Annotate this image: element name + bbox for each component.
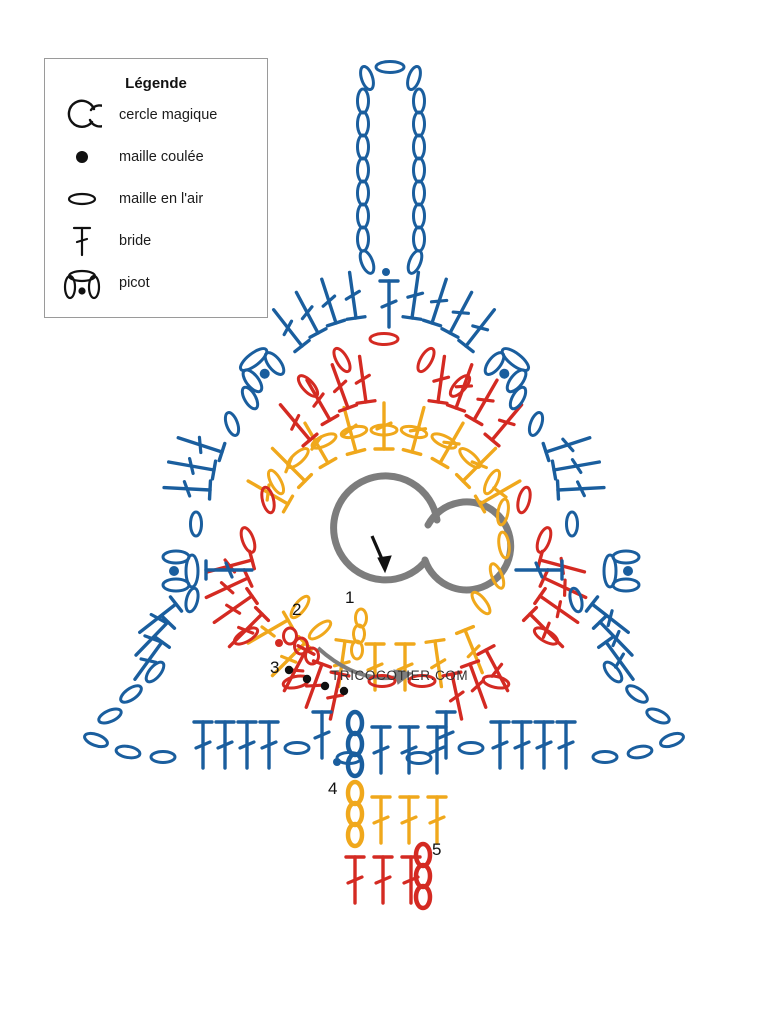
magic-circle-icon — [45, 95, 119, 135]
legend-item-picot: picot — [45, 264, 267, 302]
hanging-loop — [356, 60, 426, 329]
tail-row-blue — [333, 709, 448, 779]
double-crochet-icon — [45, 221, 119, 261]
picot-icon — [161, 549, 200, 593]
legend-label-picot: picot — [119, 275, 150, 291]
round2-gold-stitches — [241, 401, 527, 692]
direction-arrow-round2 — [316, 646, 414, 685]
direction-arrow-center — [370, 535, 392, 574]
tail-row-gold — [345, 779, 448, 849]
round3-red-stitches — [200, 332, 592, 723]
legend-label-slip-stitch: maille coulée — [119, 149, 204, 165]
picot-symbols — [161, 347, 641, 593]
round-label-1: 1 — [345, 588, 355, 607]
legend-item-chain: maille en l'air — [45, 180, 267, 218]
legend-panel: Légende cercle magique maille coulée mai… — [44, 58, 268, 318]
legend-label-magic-circle: cercle magique — [119, 107, 218, 123]
legend-item-slip-stitch: maille coulée — [45, 138, 267, 176]
chain-oval-icon — [45, 179, 119, 219]
legend-label-chain: maille en l'air — [119, 191, 204, 207]
picot-icon — [602, 549, 641, 593]
watermark: TRICOCOTIER.COM — [331, 668, 469, 683]
round4-blue-stitches — [83, 269, 685, 770]
legend-label-bride: bride — [119, 233, 152, 249]
round-label-5: 5 — [432, 840, 442, 859]
slip-stitch-dot-icon — [45, 137, 119, 177]
picot-icon — [483, 347, 531, 394]
legend-item-bride: bride — [45, 222, 267, 260]
legend-title: Légende — [125, 75, 187, 92]
tail-row-red — [344, 841, 433, 911]
picot-icon — [45, 263, 119, 303]
slip-stitch-dots — [284, 665, 349, 696]
round-label-3: 3 — [270, 658, 280, 677]
legend-item-magic-circle: cercle magique — [45, 96, 267, 134]
picot-icon — [238, 347, 286, 394]
round-label-4: 4 — [328, 779, 338, 798]
round-label-2: 2 — [292, 600, 302, 619]
